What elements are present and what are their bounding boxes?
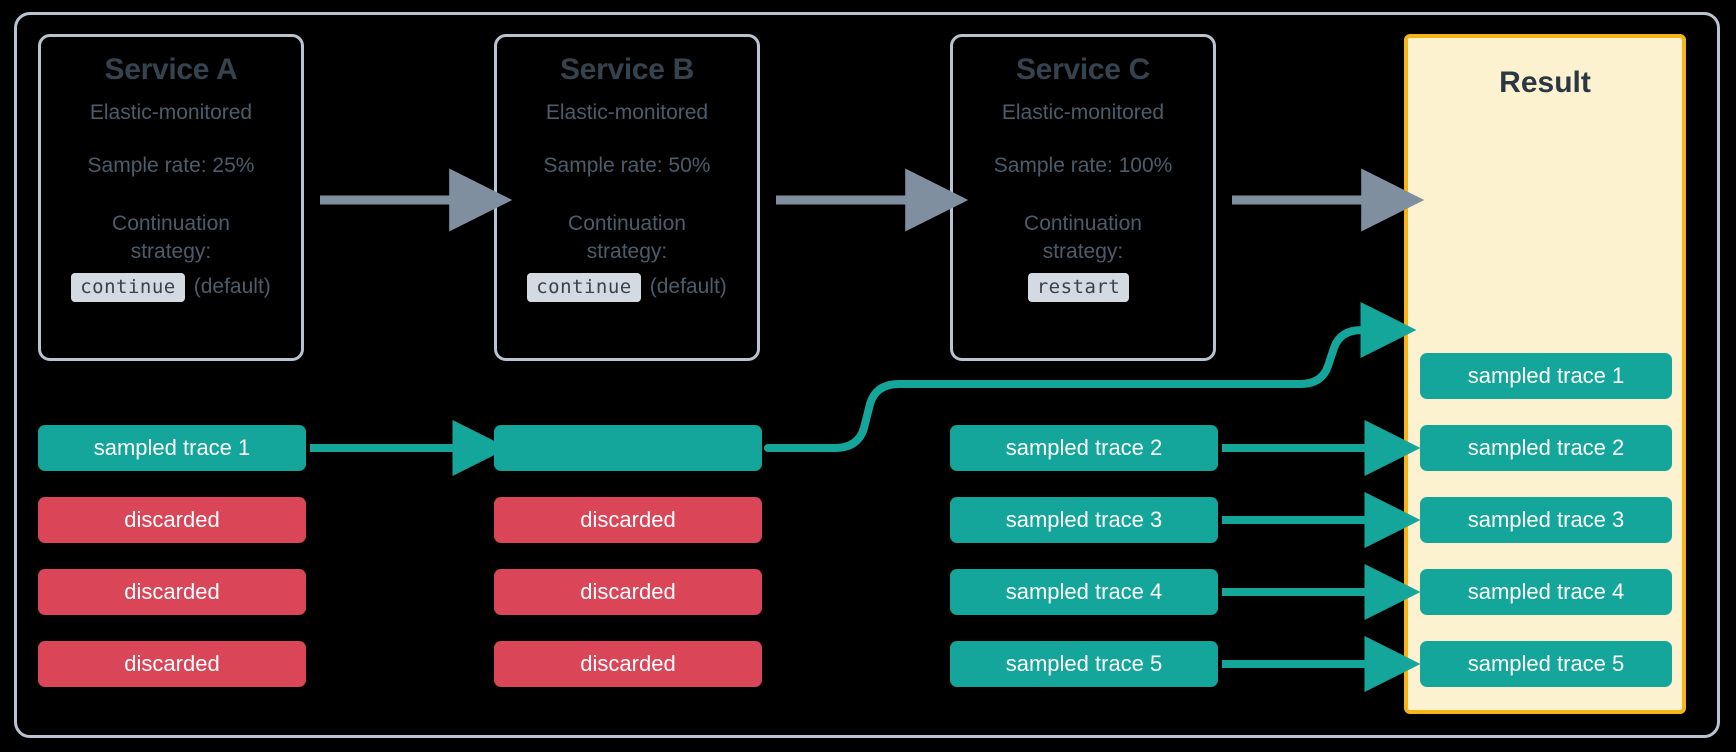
trace-pill-c-0-label: sampled trace 2 [1005, 435, 1163, 460]
trace-pill-c-2: sampled trace 4 [950, 569, 1218, 615]
service-b-title: Service B [559, 53, 695, 86]
trace-pill-a-2-label: discarded [124, 579, 220, 604]
result-pill-2-label: sampled trace 3 [1467, 507, 1625, 532]
trace-pill-b-1: discarded [494, 497, 762, 543]
service-c-strategy-row: restart [953, 272, 1213, 302]
service-b-strategy-value: continue [527, 272, 641, 302]
service-b-sample-rate: Sample rate: 50% [543, 153, 711, 177]
trace-pill-c-0: sampled trace 2 [950, 425, 1218, 471]
trace-pill-a-3-label: discarded [124, 651, 220, 676]
service-c-strategy-label: Continuation strategy: [953, 210, 1213, 267]
result-pill-1-label: sampled trace 2 [1467, 435, 1625, 460]
service-a-strategy-row: continue (default) [41, 272, 301, 302]
trace-pill-b-2-label: discarded [580, 579, 676, 604]
service-a-strategy-label: Continuation strategy: [41, 210, 301, 267]
service-a-title: Service A [104, 53, 238, 86]
trace-pill-b-0 [494, 425, 762, 471]
trace-pill-c-3-label: sampled trace 5 [1005, 651, 1163, 676]
service-card-c: Service C Elastic-monitored Sample rate:… [950, 34, 1216, 361]
result-title: Result [1499, 66, 1591, 99]
trace-pill-b-1-label: discarded [580, 507, 676, 532]
service-a-strategy-label-line1: Continuation [112, 211, 230, 235]
trace-pill-c-2-label: sampled trace 4 [1005, 579, 1163, 604]
service-a-strategy-label-line2: strategy: [130, 240, 212, 264]
service-c-strategy-value: restart [1027, 272, 1130, 302]
trace-pill-a-1-label: discarded [124, 507, 220, 532]
service-b-strategy-row: continue (default) [497, 272, 757, 302]
result-pill-2: sampled trace 3 [1420, 497, 1672, 543]
trace-pill-b-3: discarded [494, 641, 762, 687]
service-a-strategy-note: (default) [193, 275, 271, 299]
result-pill-3-label: sampled trace 4 [1467, 579, 1625, 604]
trace-pill-c-3: sampled trace 5 [950, 641, 1218, 687]
trace-pill-c-1-label: sampled trace 3 [1005, 507, 1163, 532]
result-pill-1: sampled trace 2 [1420, 425, 1672, 471]
service-a-strategy-value: continue [71, 272, 185, 302]
service-b-strategy-note: (default) [649, 275, 727, 299]
service-b-strategy-label: Continuation strategy: [497, 210, 757, 267]
service-c-title: Service C [1015, 53, 1151, 86]
trace-pill-a-0-label: sampled trace 1 [93, 435, 251, 460]
result-pill-3: sampled trace 4 [1420, 569, 1672, 615]
service-b-subtitle: Elastic-monitored [545, 100, 709, 124]
trace-pill-a-3: discarded [38, 641, 306, 687]
service-c-strategy-label-line1: Continuation [1024, 211, 1142, 235]
service-c-subtitle: Elastic-monitored [1001, 100, 1165, 124]
result-pill-0-label: sampled trace 1 [1467, 363, 1625, 388]
trace-pill-a-1: discarded [38, 497, 306, 543]
service-card-b: Service B Elastic-monitored Sample rate:… [494, 34, 760, 361]
trace-pill-b-2: discarded [494, 569, 762, 615]
result-pill-4-label: sampled trace 5 [1467, 651, 1625, 676]
trace-pill-a-0: sampled trace 1 [38, 425, 306, 471]
result-pill-4: sampled trace 5 [1420, 641, 1672, 687]
service-b-strategy-label-line2: strategy: [586, 240, 668, 264]
outer-frame [14, 12, 1720, 738]
service-a-sample-rate: Sample rate: 25% [87, 153, 255, 177]
service-c-sample-rate: Sample rate: 100% [993, 153, 1173, 177]
trace-pill-c-1: sampled trace 3 [950, 497, 1218, 543]
trace-pill-a-2: discarded [38, 569, 306, 615]
service-a-subtitle: Elastic-monitored [89, 100, 253, 124]
result-pill-0: sampled trace 1 [1420, 353, 1672, 399]
service-card-a: Service A Elastic-monitored Sample rate:… [38, 34, 304, 361]
service-b-strategy-label-line1: Continuation [568, 211, 686, 235]
trace-pill-b-3-label: discarded [580, 651, 676, 676]
service-c-strategy-label-line2: strategy: [1042, 240, 1124, 264]
